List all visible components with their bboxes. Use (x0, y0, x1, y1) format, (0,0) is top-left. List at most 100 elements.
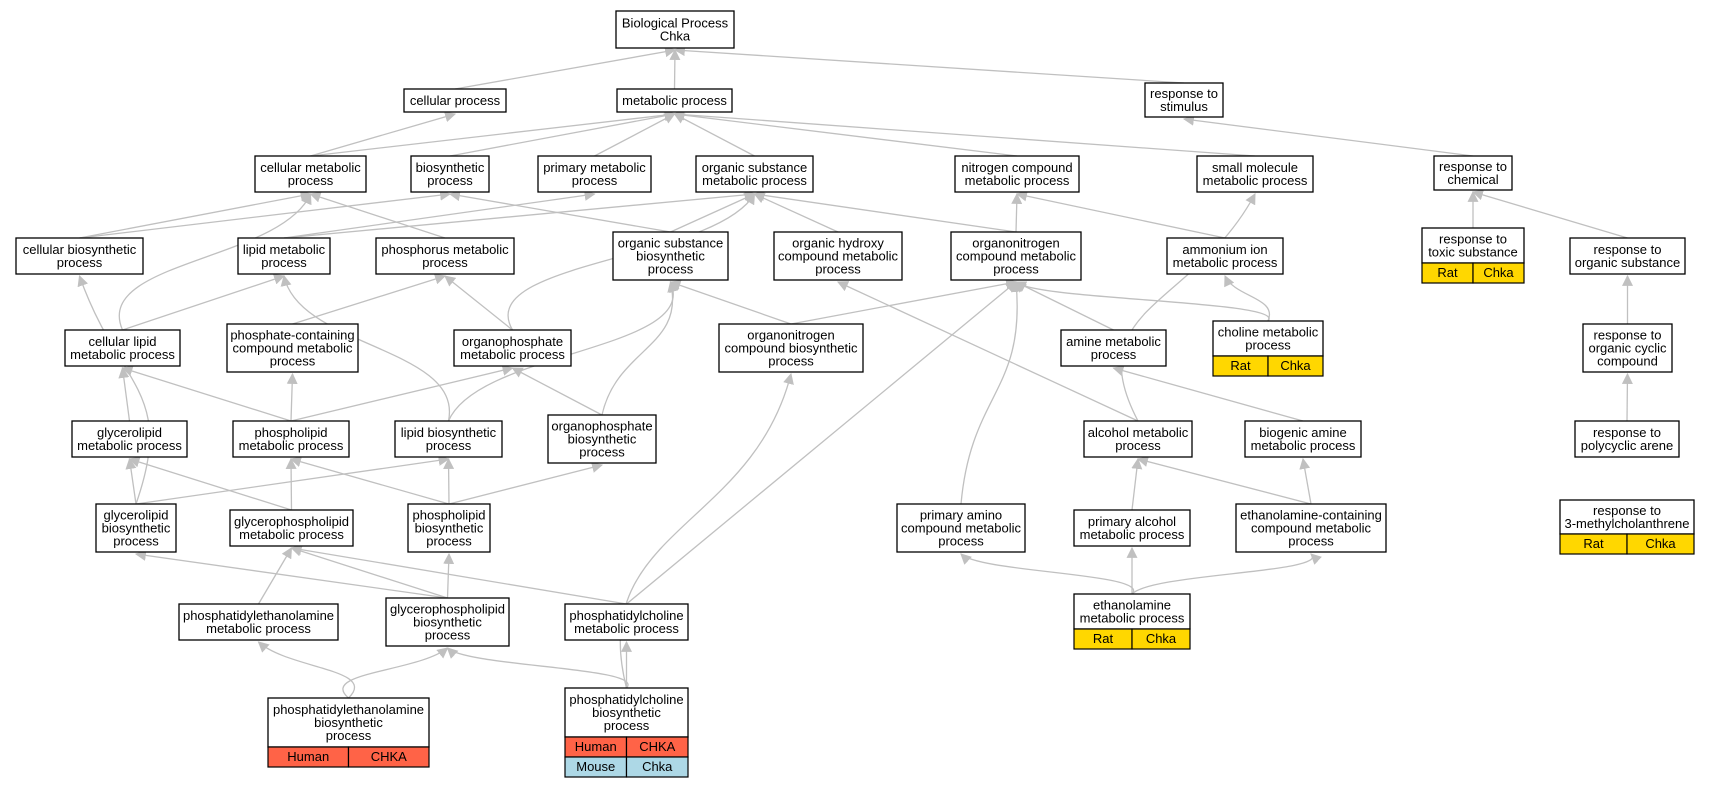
node-label-line: cellular lipid (89, 334, 157, 349)
node-label-line: biosynthetic (568, 432, 637, 447)
node-label-line: compound metabolic (778, 249, 898, 264)
node-label-line: organonitrogen (972, 236, 1059, 251)
node-box (410, 155, 490, 193)
node-phosphatidylethanolamine-biosynthetic-process[interactable]: phosphatidylethanolaminebiosyntheticproc… (267, 697, 430, 768)
node-label-line: amine metabolic (1066, 334, 1161, 349)
node-label-line: compound (1597, 354, 1658, 369)
node-label-line: metabolic process (622, 93, 727, 108)
node-metabolic-process[interactable]: metabolic process (616, 88, 733, 113)
edge-phospholipid-biosynthetic-process-to-lipid-biosynthetic-process (443, 457, 455, 505)
node-box (71, 420, 188, 458)
species-tag-label: Chka (1146, 631, 1177, 646)
edge-phospholipid-biosynthetic-process-to-phospholipid-metabolic-process (289, 456, 450, 505)
node-label-line: organic substance (702, 160, 808, 175)
node-label-line: biosynthetic (314, 715, 383, 730)
node-label-line: organic substance (1575, 255, 1681, 270)
node-phosphatidylcholine-biosynthetic-process[interactable]: phosphatidylcholinebiosyntheticprocessHu… (564, 687, 689, 778)
node-box (229, 509, 354, 547)
node-label-line: response to (1594, 328, 1662, 343)
node-label-line: nitrogen compound (961, 160, 1072, 175)
edge-primary-alcohol-metabolic-process-to-alcohol-metabolic-process (1131, 457, 1143, 511)
edge-primary-metabolic-process-to-metabolic-process (594, 113, 676, 157)
node-label-line: response to (1593, 503, 1661, 518)
edge-glycerolipid-biosynthetic-process-to-glycerolipid-metabolic-process (125, 457, 137, 505)
node-label-line: glycerolipid (97, 425, 162, 440)
edge-organonitrogen-compound-biosynthetic-process-to-organic-substance-biosynthetic-process (669, 280, 792, 325)
node-label-line: choline metabolic (1218, 325, 1319, 340)
edge-response-to-organic-substance-to-response-to-chemical (1471, 189, 1628, 239)
node-label-line: metabolic process (239, 527, 344, 542)
node-box (226, 323, 359, 373)
node-box (1166, 237, 1284, 275)
edge-ethanolamine-containing-compound-metabolic-process-to-alcohol-metabolic-process (1136, 456, 1312, 505)
node-label-line: lipid metabolic (243, 242, 326, 257)
species-tag-label: Rat (1437, 265, 1458, 280)
node-label-line: organic hydroxy (792, 236, 884, 251)
node-label-line: small molecule (1212, 160, 1298, 175)
node-label-line: biosynthetic (413, 615, 482, 630)
node-box (1569, 237, 1686, 275)
edge-cellular-metabolic-process-to-metabolic-process (310, 109, 676, 157)
node-box (1144, 82, 1224, 118)
node-label-line: organonitrogen (747, 328, 834, 343)
node-cellular-process[interactable]: cellular process (403, 88, 507, 113)
node-label-line: alcohol metabolic (1088, 425, 1189, 440)
node-label-line: process (425, 628, 471, 643)
edge-amine-metabolic-process-to-organonitrogen-compound-metabolic-process (1015, 281, 1114, 331)
node-label-line: process (768, 354, 814, 369)
node-box (954, 155, 1080, 193)
node-label-line: process (270, 354, 316, 369)
node-label-line: process (57, 255, 103, 270)
node-box (1212, 320, 1324, 357)
node-label-line: response to (1439, 232, 1507, 247)
edge-phospholipid-metabolic-process-to-phosphate-containing-compound-metabolic-process (286, 372, 298, 422)
species-tag-label: CHKA (371, 749, 407, 764)
node-box (232, 420, 350, 458)
node-label-line: metabolic process (574, 621, 679, 636)
node-label-line: glycerophospholipid (390, 602, 505, 617)
